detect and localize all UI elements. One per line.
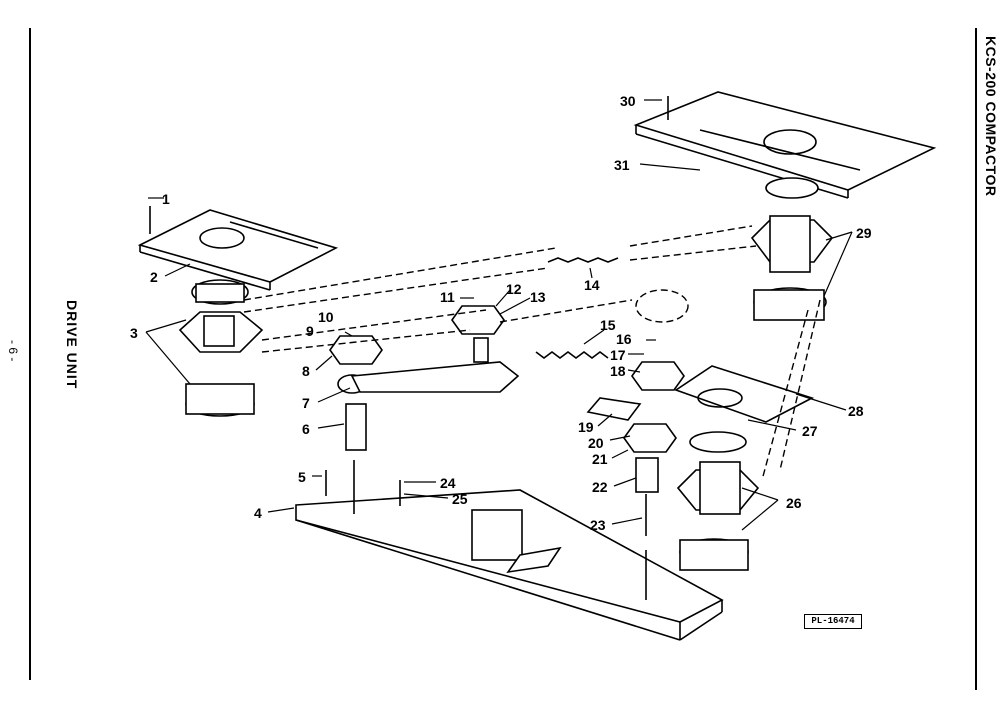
callout-18: 18 [610, 363, 626, 379]
right-bottom-sprocket-stack [676, 431, 760, 571]
small-sprockets [329, 305, 685, 453]
studs [149, 96, 669, 600]
callout-15: 15 [600, 317, 616, 333]
callout-23: 23 [590, 517, 606, 533]
callout-13: 13 [530, 289, 546, 305]
callout-9: 9 [306, 323, 314, 339]
callout-19: 19 [578, 419, 594, 435]
callout-28: 28 [848, 403, 864, 419]
callout-2: 2 [150, 269, 158, 285]
product-title: KCS-200 COMPACTOR [983, 36, 999, 197]
callout-numbers: 1 2 3 4 5 6 7 8 9 10 11 12 13 14 15 16 1… [130, 93, 872, 533]
callout-25: 25 [452, 491, 468, 507]
callout-3: 3 [130, 325, 138, 341]
callout-24: 24 [440, 475, 456, 491]
callout-4: 4 [254, 505, 262, 521]
left-sprocket-stack [178, 279, 264, 417]
drive-chain [547, 257, 619, 263]
reference-code-box: PL-16474 [804, 614, 862, 629]
left-upper-plate [137, 209, 339, 291]
callout-20: 20 [588, 435, 604, 451]
base-plate [295, 489, 724, 641]
leader-lines [145, 99, 853, 531]
callout-17: 17 [610, 347, 626, 363]
callout-8: 8 [302, 363, 310, 379]
page-number: - 6 - [6, 340, 20, 362]
callout-10: 10 [318, 309, 334, 325]
callout-11: 11 [440, 289, 455, 305]
right-top-sprocket-stack [750, 177, 834, 321]
chain-path-lines [243, 225, 821, 481]
callout-7: 7 [302, 395, 310, 411]
callout-26: 26 [786, 495, 802, 511]
callout-1: 1 [162, 191, 170, 207]
callout-30: 30 [620, 93, 636, 109]
callout-21: 21 [592, 451, 608, 467]
section-title: DRIVE UNIT [64, 300, 80, 390]
callout-27: 27 [802, 423, 818, 439]
callout-14: 14 [584, 277, 600, 293]
spacers [345, 403, 659, 493]
tension-spring [535, 351, 609, 359]
callout-22: 22 [592, 479, 608, 495]
callout-6: 6 [302, 421, 310, 437]
right-lower-plate [674, 365, 815, 423]
callout-29: 29 [856, 225, 872, 241]
callout-5: 5 [298, 469, 306, 485]
idler-arm [337, 337, 520, 394]
callout-31: 31 [614, 157, 630, 173]
callout-16: 16 [616, 331, 632, 347]
bracket [586, 397, 642, 421]
callout-12: 12 [506, 281, 522, 297]
